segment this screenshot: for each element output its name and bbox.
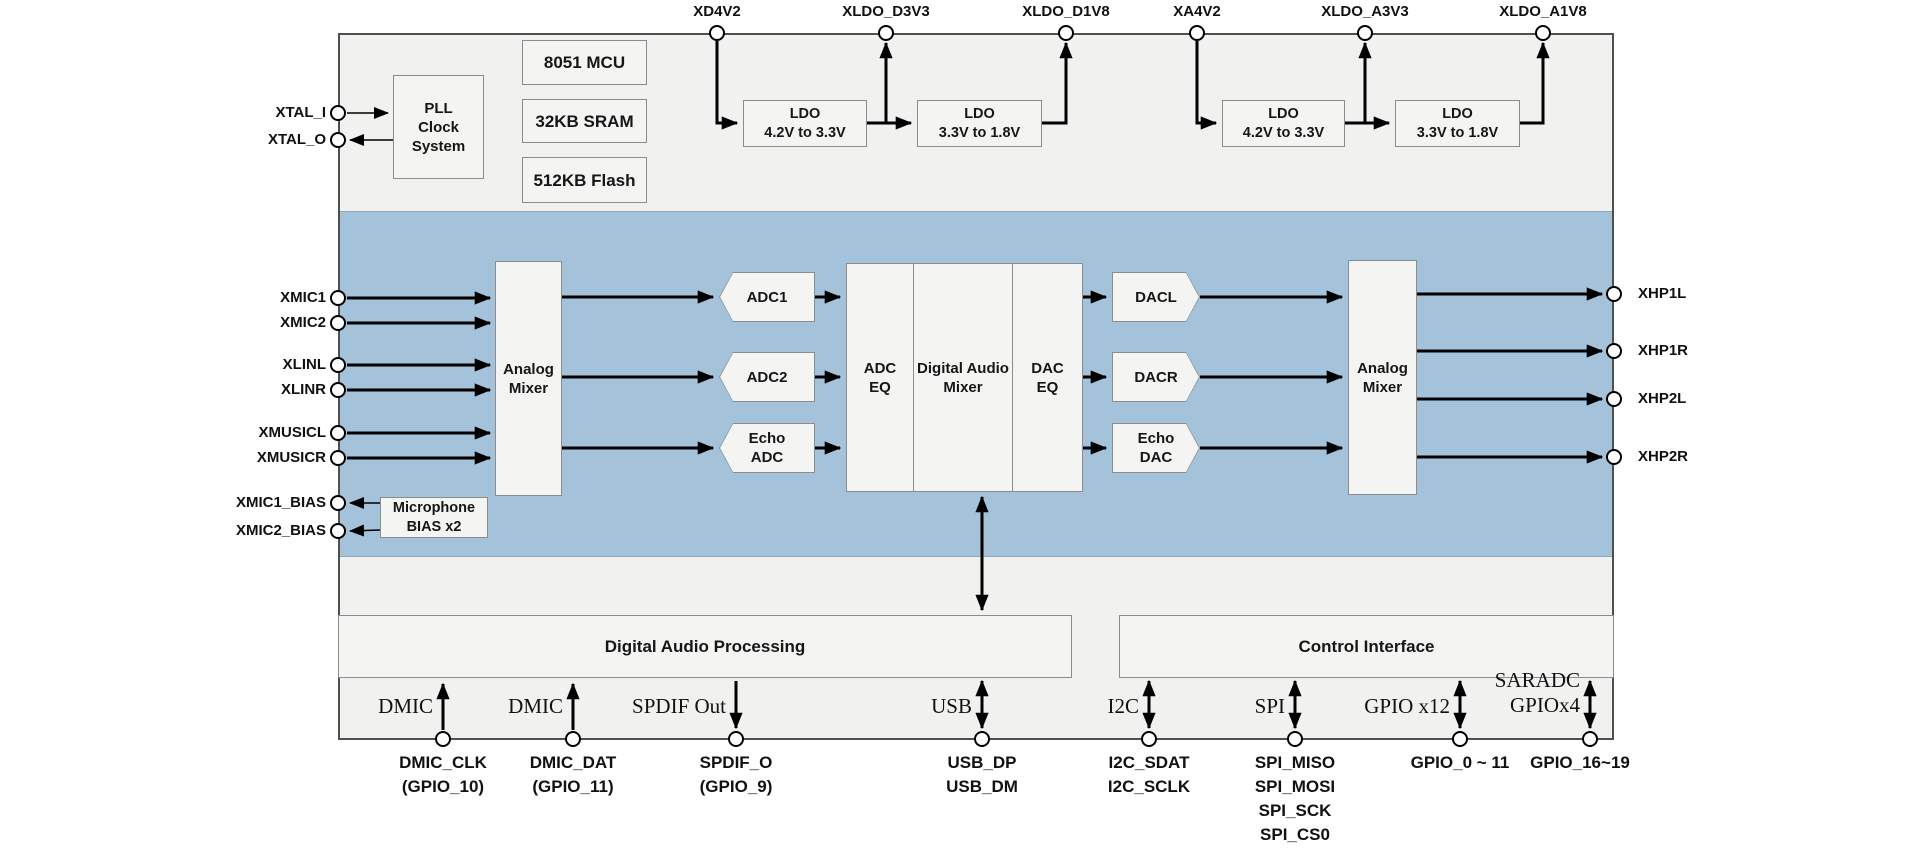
block-microphone-bias: Microphone BIAS x2 bbox=[380, 497, 488, 538]
block-echo-dac: Echo DAC bbox=[1112, 423, 1200, 473]
block-label: PLL Clock System bbox=[411, 99, 466, 155]
pin-label-xtal-i: XTAL_I bbox=[275, 104, 326, 121]
block-label: 512KB Flash bbox=[533, 170, 636, 190]
pin-label-xhp2r: XHP2R bbox=[1638, 448, 1689, 465]
bus-label-spi: SPI bbox=[1254, 694, 1285, 718]
bus-label-spdif-out: SPDIF Out bbox=[632, 694, 726, 718]
pin-label-dmic-dat: DMIC_DAT (GPIO_11) bbox=[529, 753, 617, 796]
bus-label-usb: USB bbox=[931, 694, 972, 718]
block-ldo-digital-3v3: LDO 4.2V to 3.3V bbox=[743, 100, 867, 147]
block-label: 32KB SRAM bbox=[535, 111, 634, 131]
pin-label-spdif-o: SPDIF_O (GPIO_9) bbox=[699, 753, 773, 796]
pin-label-gpio-0-11: GPIO_0 ~ 11 bbox=[1410, 753, 1510, 772]
pin-label-xtal-o: XTAL_O bbox=[267, 131, 326, 148]
pin-label-xhp1l: XHP1L bbox=[1638, 285, 1687, 302]
pin-label-usb-dp-dm: USB_DP USB_DM bbox=[946, 753, 1018, 796]
pin-label-xmusicl: XMUSICL bbox=[258, 424, 327, 441]
block-label: Echo ADC bbox=[748, 430, 786, 466]
block-32kb-sram: 32KB SRAM bbox=[522, 99, 647, 143]
block-digital-audio-core: ADC EQ Digital Audio Mixer DAC EQ bbox=[846, 263, 1083, 492]
block-8051-mcu: 8051 MCU bbox=[522, 40, 647, 85]
pin-label-xmic2-bias: XMIC2_BIAS bbox=[235, 522, 326, 539]
pin-label-i2c-sdat-sclk: I2C_SDAT I2C_SCLK bbox=[1107, 753, 1191, 796]
pin-label-xldo-d3v3: XLDO_D3V3 bbox=[842, 3, 930, 20]
block-analog-mixer-input: Analog Mixer bbox=[495, 261, 562, 496]
block-label: Digital Audio Processing bbox=[604, 637, 806, 656]
pin-label-xd4v2: XD4V2 bbox=[693, 3, 741, 20]
block-label: ADC1 bbox=[746, 288, 788, 306]
block-512kb-flash: 512KB Flash bbox=[522, 157, 647, 203]
pin-label-xlinr: XLINR bbox=[281, 381, 326, 398]
block-label: LDO 4.2V to 3.3V bbox=[764, 105, 846, 141]
block-label: DACL bbox=[1135, 288, 1177, 306]
bus-label-dmic-clk: DMIC bbox=[378, 694, 433, 718]
block-label: DAC EQ bbox=[1031, 359, 1064, 396]
pin-label-xmic2: XMIC2 bbox=[280, 314, 326, 331]
block-pll-clock-system: PLL Clock System bbox=[393, 75, 484, 179]
block-label: LDO 3.3V to 1.8V bbox=[1416, 105, 1499, 141]
bus-label-dmic-dat: DMIC bbox=[508, 694, 563, 718]
block-ldo-digital-1v8: LDO 3.3V to 1.8V bbox=[917, 100, 1042, 147]
block-label: Digital Audio Mixer bbox=[917, 359, 1009, 396]
pin-label-xhp1r: XHP1R bbox=[1638, 342, 1689, 359]
block-label: ADC EQ bbox=[863, 359, 897, 396]
pin-label-xa4v2: XA4V2 bbox=[1173, 3, 1221, 20]
block-label: Echo DAC bbox=[1137, 430, 1175, 466]
block-label: DACR bbox=[1134, 368, 1178, 386]
block-echo-adc: Echo ADC bbox=[719, 423, 815, 473]
pin-label-xmusicr: XMUSICR bbox=[256, 449, 326, 466]
block-adc2: ADC2 bbox=[719, 352, 815, 402]
block-label: ADC2 bbox=[746, 368, 788, 386]
pin-label-xldo-d1v8: XLDO_D1V8 bbox=[1022, 3, 1110, 20]
block-label: 8051 MCU bbox=[543, 53, 626, 72]
block-dacr: DACR bbox=[1112, 352, 1200, 402]
block-adc-eq: ADC EQ bbox=[847, 264, 913, 491]
block-ldo-analog-1v8: LDO 3.3V to 1.8V bbox=[1395, 100, 1520, 147]
block-label: LDO 4.2V to 3.3V bbox=[1242, 105, 1325, 141]
pin-label-gpio-16-19: GPIO_16~19 bbox=[1530, 753, 1630, 772]
block-analog-mixer-output: Analog Mixer bbox=[1348, 260, 1417, 495]
block-adc1: ADC1 bbox=[719, 272, 815, 322]
block-digital-audio-mixer: Digital Audio Mixer bbox=[913, 264, 1013, 491]
pin-label-dmic-clk: DMIC_CLK (GPIO_10) bbox=[399, 753, 487, 796]
block-label: LDO 3.3V to 1.8V bbox=[938, 105, 1021, 141]
pin-label-xhp2l: XHP2L bbox=[1638, 390, 1687, 407]
pin-label-spi-bus: SPI_MISO SPI_MOSI SPI_SCK SPI_CS0 bbox=[1254, 753, 1336, 844]
block-label: Analog Mixer bbox=[1357, 359, 1408, 396]
block-label: Analog Mixer bbox=[503, 360, 554, 397]
block-dac-eq: DAC EQ bbox=[1013, 264, 1082, 491]
block-label: Control Interface bbox=[1298, 637, 1435, 656]
bus-label-gpio-x12: GPIO x12 bbox=[1364, 694, 1450, 718]
bus-label-saradc-gpiox4: SARADC GPIOx4 bbox=[1494, 668, 1580, 717]
block-ldo-analog-3v3: LDO 4.2V to 3.3V bbox=[1222, 100, 1345, 147]
block-dacl: DACL bbox=[1112, 272, 1200, 322]
block-digital-audio-processing: Digital Audio Processing bbox=[338, 615, 1072, 678]
pin-label-xmic1: XMIC1 bbox=[280, 289, 326, 306]
block-label: Microphone BIAS x2 bbox=[392, 499, 476, 535]
pin-label-xmic1-bias: XMIC1_BIAS bbox=[235, 494, 326, 511]
block-control-interface: Control Interface bbox=[1119, 615, 1614, 678]
pin-label-xldo-a3v3: XLDO_A3V3 bbox=[1321, 3, 1409, 20]
bus-label-i2c: I2C bbox=[1107, 694, 1140, 718]
pin-label-xlinl: XLINL bbox=[282, 356, 326, 373]
pin-label-xldo-a1v8: XLDO_A1V8 bbox=[1499, 3, 1587, 20]
